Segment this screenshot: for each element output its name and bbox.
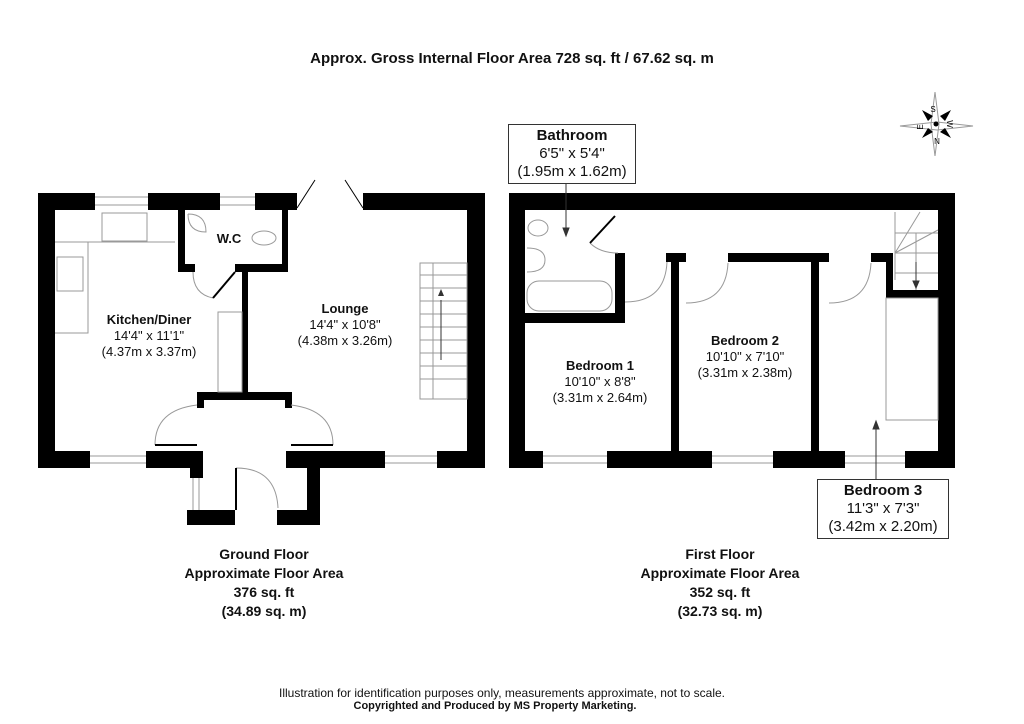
- caption-sqft: 376 sq. ft: [233, 584, 295, 600]
- first-floor-fixtures: [526, 211, 939, 464]
- caption-title: First Floor: [685, 546, 755, 562]
- compass-letter-s: S: [930, 105, 935, 114]
- footer-disclaimer: Illustration for identification purposes…: [278, 686, 725, 700]
- room-label-wc: W.C: [217, 231, 242, 247]
- first-floor-walls: [509, 193, 955, 468]
- room-name: Bedroom 2: [711, 333, 779, 348]
- compass-letter-e: E: [916, 124, 925, 129]
- first-floor-caption: First Floor Approximate Floor Area 352 s…: [590, 545, 850, 621]
- room-metric: (3.31m x 2.64m): [552, 390, 648, 405]
- room-name: Bedroom 3: [843, 482, 923, 499]
- ground-floor-walls: [38, 193, 485, 525]
- first-floor-doors: [589, 215, 616, 244]
- compass-letter-n: N: [934, 137, 940, 146]
- floor-area-title: Approx. Gross Internal Floor Area 728 sq…: [310, 50, 714, 67]
- footer-copyright: Copyrighted and Produced by MS Property …: [353, 700, 637, 712]
- room-imperial: 10'10" x 8'8": [564, 374, 636, 389]
- caption-subtitle: Approximate Floor Area: [640, 565, 800, 581]
- room-label-kitchen-diner: Kitchen/Diner 14'4" x 11'1" (4.37m x 3.3…: [102, 312, 197, 360]
- room-name: Lounge: [321, 301, 369, 316]
- ground-floor-doors: [155, 271, 333, 510]
- room-label-bathroom: Bathroom 6'5" x 5'4" (1.95m x 1.62m): [508, 124, 636, 184]
- room-metric: (1.95m x 1.62m): [517, 163, 627, 180]
- room-label-bedroom-2: Bedroom 2 10'10" x 7'10" (3.31m x 2.38m): [698, 333, 793, 381]
- room-imperial: 10'10" x 7'10": [705, 349, 785, 364]
- room-metric: (3.31m x 2.38m): [697, 365, 793, 380]
- room-imperial: 11'3" x 7'3": [846, 500, 920, 517]
- room-imperial: 14'4" x 10'8": [309, 317, 381, 332]
- caption-sqft: 352 sq. ft: [689, 584, 751, 600]
- caption-subtitle: Approximate Floor Area: [184, 565, 344, 581]
- room-name: Bedroom 1: [566, 358, 634, 373]
- compass-icon: S W N E: [899, 91, 974, 157]
- ground-floor-fixtures: [55, 179, 468, 510]
- room-metric: (3.42m x 2.20m): [828, 518, 938, 535]
- room-label-bedroom-1: Bedroom 1 10'10" x 8'8" (3.31m x 2.64m): [553, 358, 648, 406]
- room-imperial: 6'5" x 5'4": [539, 145, 605, 162]
- room-label-lounge: Lounge 14'4" x 10'8" (4.38m x 3.26m): [298, 301, 393, 349]
- caption-sqm: (34.89 sq. m): [221, 603, 307, 619]
- room-name: W.C: [216, 231, 242, 246]
- caption-title: Ground Floor: [219, 546, 309, 562]
- room-imperial: 14'4" x 11'1": [113, 328, 185, 343]
- room-name: Bathroom: [536, 127, 608, 144]
- room-metric: (4.37m x 3.37m): [101, 344, 197, 359]
- ground-floor-caption: Ground Floor Approximate Floor Area 376 …: [134, 545, 394, 621]
- room-metric: (4.38m x 3.26m): [297, 333, 393, 348]
- pointer-arrows: [438, 184, 920, 480]
- room-label-bedroom-3: Bedroom 3 11'3" x 7'3" (3.42m x 2.20m): [817, 479, 949, 539]
- room-name: Kitchen/Diner: [106, 312, 192, 327]
- caption-sqm: (32.73 sq. m): [677, 603, 763, 619]
- compass-letter-w: W: [945, 120, 954, 128]
